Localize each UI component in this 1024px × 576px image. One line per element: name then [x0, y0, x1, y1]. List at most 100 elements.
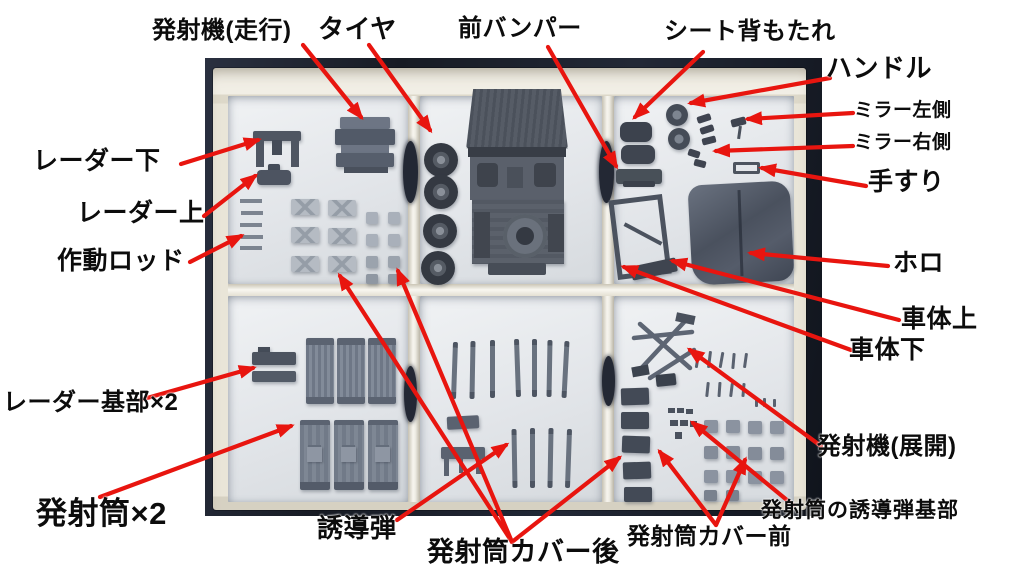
part-cover-front [748, 471, 762, 484]
part-cover-rear [621, 435, 651, 454]
part-pin [755, 398, 758, 407]
label-mirror-left: ミラー左側 [854, 100, 952, 121]
finger-hole [602, 356, 615, 406]
part-pin [773, 399, 776, 407]
part-missile-base-bit [670, 420, 678, 426]
part-tire [421, 251, 455, 285]
label-hood-tarp: ホロ [893, 249, 945, 277]
part-handrail [733, 162, 760, 174]
part-small-square [366, 212, 378, 224]
part-cover-plate [328, 228, 356, 244]
label-launcher-travel: 発射機(走行) [152, 17, 292, 44]
part-cover-plate [328, 256, 356, 272]
label-tube-cover-front: 発射筒カバー前 [627, 523, 792, 549]
label-tube-cover-rear: 発射筒カバー後 [427, 537, 620, 567]
divider-horizontal [228, 284, 794, 296]
part-truck-sidebox [548, 214, 564, 252]
part-missile-base-bit [690, 421, 697, 427]
label-handrail: 手すり [868, 168, 945, 196]
part-bracket-leg [459, 459, 463, 473]
part-launch-tube-half [306, 338, 334, 404]
part-missile-base-bit [686, 409, 693, 414]
part-missile [469, 340, 476, 400]
part-cover-front [770, 421, 784, 434]
label-front-bumper: 前バンパー [458, 15, 582, 42]
label-actuating-rod: 作動ロッド [57, 247, 185, 275]
part-launcher-travel [344, 167, 388, 173]
part-tube-detail [307, 447, 322, 462]
part-cover-plate [291, 227, 319, 243]
part-cover-plate [291, 199, 319, 215]
part-missile-base-bit [680, 420, 688, 426]
finger-hole [404, 366, 417, 422]
part-launch-tube-half [334, 420, 364, 490]
part-bracket-leg [476, 458, 481, 474]
part-cover-front [726, 446, 740, 459]
part-missile [546, 339, 553, 398]
part-small-square [388, 234, 400, 246]
part-missile [511, 428, 518, 489]
part-cover-front [726, 420, 740, 433]
label-seat-backrest: シート背もたれ [664, 18, 836, 45]
part-tube-detail [375, 447, 390, 462]
label-radar-lower: レーダー下 [33, 147, 161, 175]
part-seat-backrest [620, 122, 652, 142]
part-launch-tube-half [337, 338, 365, 404]
part-missile [532, 339, 537, 397]
part-truck-rear-bumper [488, 263, 546, 275]
part-launcher-base [655, 372, 677, 388]
label-radar-base-x2: レーダー基部×2 [3, 389, 179, 416]
label-guided-missile: 誘導弾 [317, 513, 397, 543]
part-truss-head [675, 312, 696, 325]
label-radar-upper: レーダー上 [77, 199, 205, 227]
part-radar-lower-leg [256, 140, 264, 167]
part-steering-wheel [666, 104, 688, 126]
part-small-square [388, 212, 400, 224]
part-cover-front [704, 470, 718, 483]
part-actuating-rod [240, 246, 262, 250]
part-tire [424, 175, 458, 209]
part-missile-base-bit [668, 408, 675, 413]
part-radar-base [252, 352, 296, 365]
part-cover-plate [291, 256, 319, 272]
label-tire: タイヤ [318, 14, 397, 44]
part-small-square [388, 256, 400, 268]
part-small-square [366, 256, 378, 268]
part-missile-base-bit [675, 432, 682, 439]
part-front-bumper-lip [623, 181, 655, 187]
part-radar-upper [268, 164, 280, 172]
part-radar-base [252, 371, 296, 382]
part-seat-backrest [621, 145, 655, 164]
part-tube-detail [341, 447, 356, 462]
part-pin [763, 398, 766, 407]
part-cover-rear [621, 412, 649, 429]
label-tube-missile-base: 発射筒の誘導弾基部 [761, 499, 959, 522]
part-actuating-rod [240, 199, 262, 203]
part-cover-front [770, 447, 784, 460]
part-truss-bar [647, 347, 697, 381]
part-truck-seat [477, 163, 498, 187]
label-launcher-deployed: 発射機(展開) [817, 433, 957, 460]
label-handle: ハンドル [826, 53, 933, 83]
part-launcher-travel [335, 129, 395, 145]
label-launch-tube-x2: 発射筒×2 [36, 496, 167, 531]
part-missile-base-bit [677, 408, 684, 413]
part-radar-lower-leg [291, 140, 299, 167]
part-cover-rear [620, 387, 650, 406]
part-small-block [446, 415, 480, 430]
part-bracket-leg [444, 458, 449, 476]
part-truck-tank [474, 212, 490, 258]
part-truck-cab-roof [466, 89, 568, 149]
part-cover-front [704, 446, 718, 459]
label-mirror-right: ミラー右側 [854, 132, 952, 153]
part-truck-windshield [468, 147, 566, 157]
finger-hole [403, 141, 418, 203]
part-small-square [366, 274, 378, 284]
part-truck-console [507, 167, 523, 188]
part-launcher-travel [336, 153, 394, 167]
finger-hole [599, 141, 614, 203]
part-launcher-travel [340, 117, 390, 129]
part-cover-rear [622, 461, 652, 480]
part-missile [530, 428, 535, 488]
